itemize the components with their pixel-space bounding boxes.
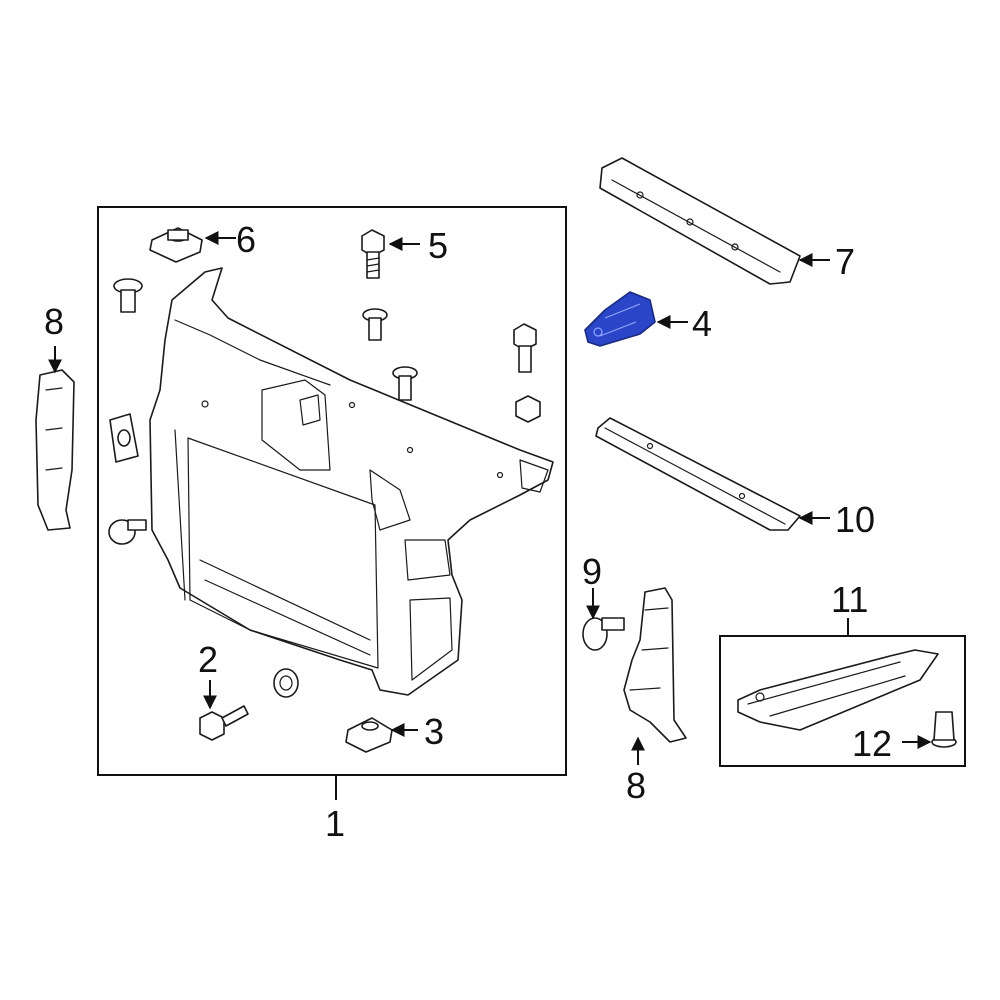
- clip-left: [109, 413, 139, 463]
- callout-7-label: 7: [835, 241, 855, 282]
- callout-6-label: 6: [236, 219, 256, 260]
- callout-1-label: 1: [325, 803, 345, 844]
- bracket-8-right: [623, 587, 687, 743]
- bracket-8-left: [35, 369, 75, 531]
- push-pin-center-low: [392, 366, 418, 401]
- push-pin-12: [931, 711, 957, 748]
- callout-12-label: 12: [852, 723, 892, 764]
- callout-2-label: 2: [198, 639, 218, 680]
- clip-nut-3: [345, 717, 393, 753]
- nut-right: [515, 395, 541, 423]
- fastener-nut-6: [149, 227, 203, 263]
- callout-9-label: 9: [582, 551, 602, 592]
- callout-3-label: 3: [424, 711, 444, 752]
- callout-10-label: 10: [835, 499, 875, 540]
- callout-8b-label: 8: [626, 765, 646, 806]
- bolt-2: [199, 705, 249, 741]
- callout-4-label: 4: [692, 303, 712, 344]
- radiator-support-panel: [149, 267, 554, 696]
- assembly-1-frame-box: [97, 206, 567, 776]
- callout-11-label: 11: [831, 579, 868, 620]
- lower-tie-bar-10: [595, 417, 801, 531]
- bolt-right: [513, 323, 537, 373]
- push-pin-9: [582, 617, 625, 651]
- nut-bottom: [273, 668, 299, 698]
- upper-tie-bar-7: [599, 157, 801, 285]
- assembly-11-box: [719, 635, 966, 767]
- callout-8a-label: 8: [44, 301, 64, 342]
- callout-5-label: 5: [428, 225, 448, 266]
- bracket-4-highlighted: [584, 291, 656, 347]
- push-pin-left-low: [108, 519, 147, 545]
- push-pin-left-top: [113, 278, 143, 313]
- air-deflector-11: [737, 649, 939, 731]
- bolt-5: [361, 229, 385, 279]
- push-pin-center: [362, 308, 388, 341]
